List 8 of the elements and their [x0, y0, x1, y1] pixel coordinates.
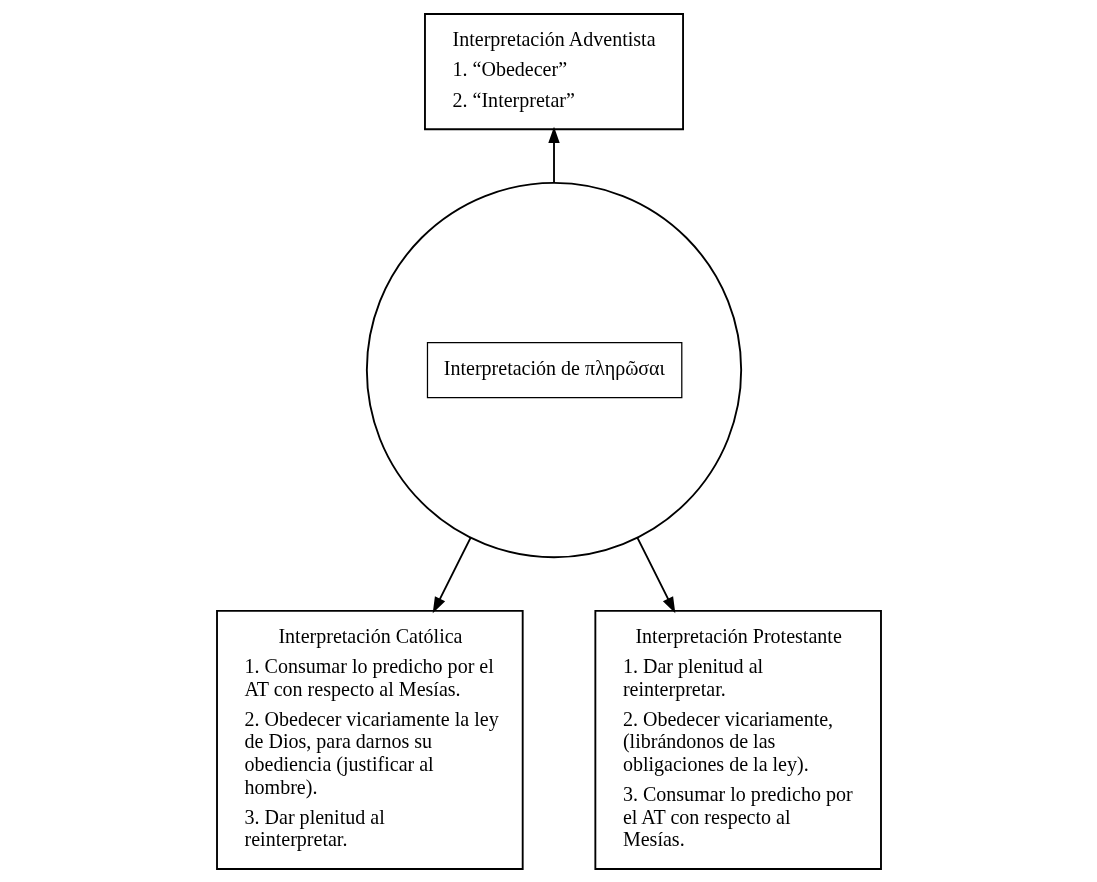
arrow: [636, 536, 675, 613]
arrow: [432, 536, 471, 613]
node-box: Interpretación Católica 1. Consumar lo predicho por el AT con respecto al Mesías. 2. Obedecer vicariamente la ley de Dios, para darnos su obediencia (justificar al hombre). 3. Dar plenitud al reinterpretar.: [215, 609, 524, 870]
arrow: [547, 126, 560, 184]
cluster: [365, 181, 742, 558]
node-box: Interpretación Protestante 1. Dar plenitud al reinterpretar. 2. Obedecer vicariamente, (librándonos de las obligaciones de la ley). 3. Consumar lo predicho por el AT con respecto al Mesías.: [593, 609, 882, 870]
node-text: Interpretación de πληρῶσαι: [443, 356, 665, 379]
node-box: Interpretación Adventista 1. “Obedecer” 2. “Interpretar”: [423, 12, 684, 130]
